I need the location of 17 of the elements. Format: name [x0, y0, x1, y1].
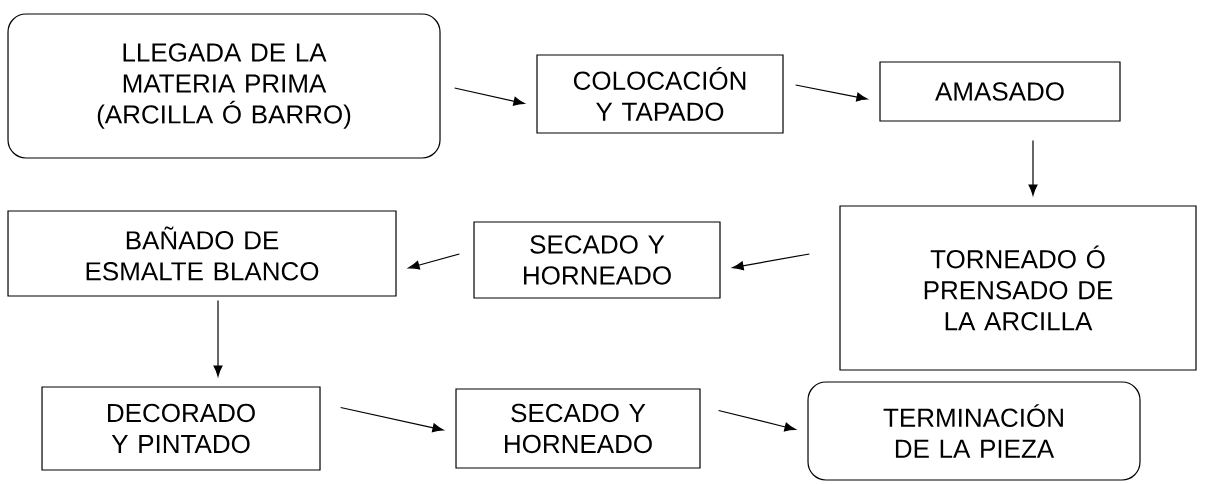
- process-box: SECADO Y HORNEADO: [455, 388, 701, 469]
- arrow: [718, 409, 796, 432]
- arrow: [1028, 140, 1038, 196]
- arrow: [454, 87, 525, 106]
- arrow: [408, 253, 460, 270]
- arrow: [732, 253, 810, 271]
- rounded-box: TERMINACIÓN DE LA PIEZA: [807, 381, 1141, 481]
- process-box: SECADO Y HORNEADO: [473, 221, 721, 299]
- process-box: BAÑADO DE ESMALTE BLANCO: [7, 210, 397, 297]
- process-box: DECORADO Y PINTADO: [41, 386, 321, 471]
- arrow: [340, 406, 444, 433]
- arrow: [213, 300, 223, 377]
- process-box: COLOCACIÓN Y TAPADO: [536, 54, 784, 134]
- arrow: [795, 84, 868, 102]
- process-box: AMASADO: [879, 61, 1121, 122]
- process-box: TORNEADO Ó PRENSADO DE LA ARCILLA: [839, 205, 1197, 371]
- rounded-box: LLEGADA DE LA MATERIA PRIMA (ARCILLA Ó BARRO): [7, 13, 441, 159]
